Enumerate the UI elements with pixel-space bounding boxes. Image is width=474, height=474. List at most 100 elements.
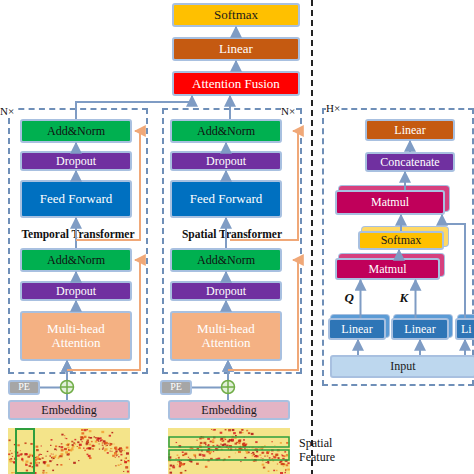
- flow-arrow: [398, 250, 400, 258]
- edge-label: Q: [345, 290, 354, 306]
- box-label: Feed Forward: [190, 192, 263, 206]
- add-symbol: [222, 381, 235, 394]
- concat-box: Concatenate: [365, 152, 455, 172]
- residual-line: [228, 260, 298, 370]
- box-label: Multi-head Attention: [44, 322, 108, 349]
- separator-line: [311, 0, 313, 474]
- block-title: Temporal Transformer: [10, 228, 146, 240]
- box-label: Dropout: [206, 155, 246, 168]
- box-label: Add&Norm: [47, 254, 105, 267]
- embedding-box: Embedding: [8, 400, 130, 420]
- box-label: Attention Fusion: [192, 77, 280, 91]
- box-label: Add&Norm: [197, 125, 255, 138]
- box-label: Concatenate: [380, 156, 439, 169]
- box-label: PE: [170, 382, 182, 393]
- transformer-block: Add&NormDropoutFeed ForwardAdd&NormDropo…: [8, 108, 148, 374]
- flow-arrow: [75, 218, 77, 248]
- flow-arrow: [225, 272, 227, 281]
- linear-box: Linear: [365, 119, 455, 141]
- flow-arrow: [225, 301, 227, 311]
- box-label: Embedding: [201, 404, 256, 417]
- window-outline: [16, 429, 34, 473]
- norm-box: Add&Norm: [20, 248, 132, 272]
- feed-forward-box: Feed Forward: [20, 180, 132, 218]
- dropout-box: Dropout: [20, 151, 132, 171]
- attention-box: Multi-head Attention: [20, 311, 132, 361]
- box-label: Linear: [219, 42, 253, 56]
- box-label: Add&Norm: [197, 254, 255, 267]
- box-label: Linear: [341, 323, 372, 336]
- linear-box: Li: [455, 318, 474, 340]
- flow-arrow: [229, 96, 231, 119]
- flow-arrow: [75, 272, 77, 281]
- dropout-box: Dropout: [170, 281, 282, 301]
- input-box: Input: [330, 355, 474, 378]
- box-label: Feed Forward: [40, 192, 113, 206]
- transformer-block: Add&NormDropoutFeed ForwardAdd&NormDropo…: [162, 108, 302, 374]
- box-label: Linear: [404, 323, 435, 336]
- flow-arrow: [442, 215, 465, 318]
- box-label: PE: [18, 382, 30, 393]
- box-label: Matmul: [371, 196, 409, 209]
- flow-arrow: [404, 172, 406, 190]
- repeat-label: N×: [0, 105, 14, 117]
- flow-arrow: [75, 143, 77, 151]
- attention-box: Multi-head Attention: [170, 311, 282, 361]
- dropout-box: Dropout: [170, 151, 282, 171]
- flow-arrow: [415, 280, 417, 318]
- box-label: Dropout: [56, 155, 96, 168]
- flow-arrow: [66, 361, 68, 400]
- linear-box: Linear: [172, 37, 300, 61]
- spectrogram-specks: [8, 429, 129, 474]
- flow-arrow: [419, 340, 421, 355]
- flow-arrow: [235, 27, 237, 37]
- flow-arrow: [357, 340, 359, 355]
- norm-box: Add&Norm: [20, 119, 132, 143]
- fusion-box: Attention Fusion: [172, 71, 300, 96]
- matmul-box: Matmul: [335, 190, 445, 215]
- dropout-box: Dropout: [20, 281, 132, 301]
- flow-arrow: [75, 171, 77, 180]
- encoding-box: PE: [8, 380, 40, 395]
- box-label: Softmax: [381, 234, 422, 247]
- flow-arrow: [400, 215, 402, 231]
- box-label: Linear: [394, 124, 425, 137]
- matmul-box: Matmul: [335, 258, 440, 280]
- flow-arrow: [225, 143, 227, 151]
- box-label: Matmul: [369, 263, 407, 276]
- linear-box: Linear: [391, 318, 449, 340]
- flow-arrow: [409, 141, 411, 152]
- flow-arrow: [360, 280, 362, 318]
- spectrogram: [8, 428, 130, 474]
- box-label: Multi-head Attention: [194, 322, 258, 349]
- box-label: Embedding: [41, 404, 96, 417]
- flow-arrow: [225, 218, 227, 248]
- flow-arrow: [225, 171, 227, 180]
- edge-label: K: [400, 290, 409, 306]
- feed-forward-box: Feed Forward: [170, 180, 282, 218]
- flow-arrow: [40, 361, 67, 388]
- residual-line: [67, 260, 140, 370]
- linear-box: Linear: [328, 318, 386, 340]
- flow-arrow: [75, 301, 77, 311]
- box-label: Li: [461, 323, 472, 336]
- spectrogram: [168, 428, 290, 474]
- attention-head-block: LinearConcatenateMatmulSoftmaxMatmulLine…: [322, 108, 474, 386]
- box-label: Add&Norm: [47, 125, 105, 138]
- residual-line: [230, 131, 298, 240]
- repeat-label: H×: [326, 102, 340, 114]
- box-label: Dropout: [56, 285, 96, 298]
- spectrogram-specks: [168, 429, 290, 474]
- softmax-box: Softmax: [358, 231, 444, 250]
- flow-arrow: [235, 61, 237, 71]
- output-box: Softmax: [172, 3, 300, 27]
- norm-box: Add&Norm: [170, 248, 282, 272]
- norm-box: Add&Norm: [170, 119, 282, 143]
- encoding-box: PE: [160, 380, 192, 395]
- residual-line: [76, 131, 140, 240]
- add-symbol: [61, 381, 74, 394]
- flow-arrow: [76, 96, 192, 119]
- feature-label: Spatial Feature: [299, 436, 347, 464]
- block-title: Spatial Transformer: [164, 228, 300, 240]
- repeat-label: N×: [281, 105, 295, 117]
